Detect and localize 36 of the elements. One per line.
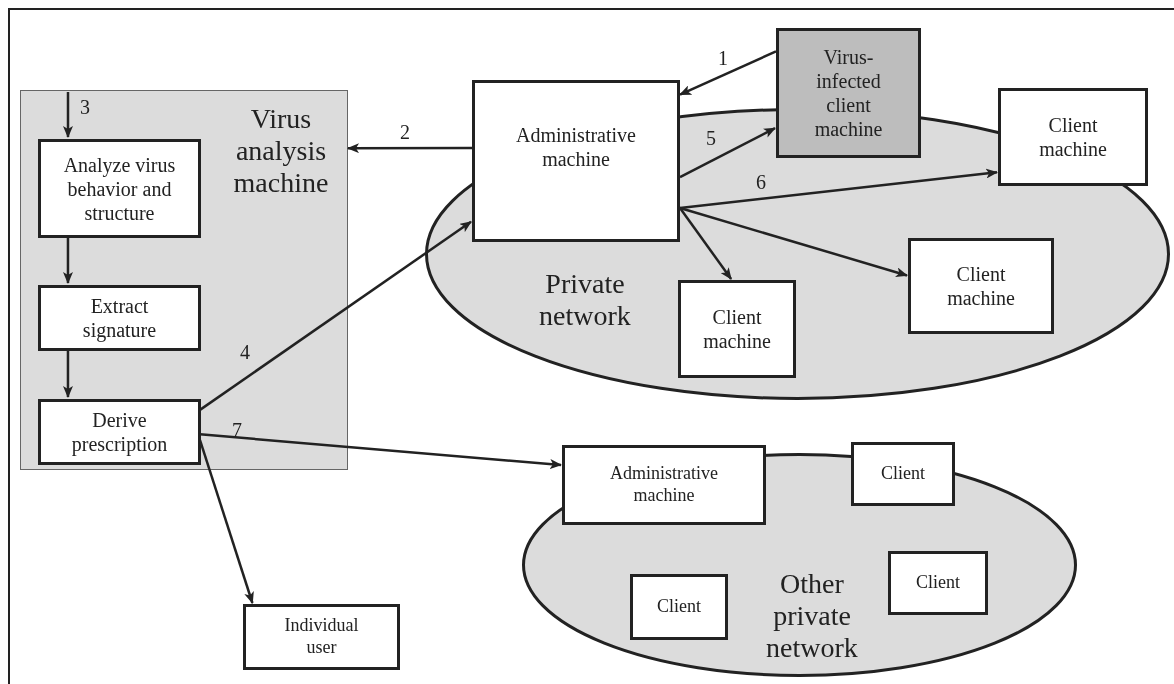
step-number: 6: [756, 172, 766, 192]
step-number: 1: [718, 48, 728, 68]
arrow: [679, 50, 777, 96]
step-number: 7: [232, 420, 242, 440]
machine-box: Administrative machine: [562, 445, 766, 525]
arrow: [62, 237, 73, 284]
infected-machine-box: Virus-infected client machine: [776, 28, 921, 158]
arrow: [347, 143, 472, 154]
arrow: [679, 207, 733, 280]
arrow: [63, 92, 73, 138]
arrow: [679, 127, 776, 179]
arrow: [62, 350, 73, 398]
arrow: [679, 168, 998, 210]
machine-box: Client machine: [908, 238, 1054, 334]
machine-box: Derive prescription: [38, 399, 201, 465]
machine-panel: [20, 90, 348, 470]
machine-box: Administrative machine: [472, 80, 680, 242]
machine-box: Client machine: [998, 88, 1148, 186]
machine-box: Client: [851, 442, 955, 506]
machine-box: Client: [888, 551, 988, 615]
machine-box: Client: [630, 574, 728, 640]
region-label: Private network: [538, 268, 632, 333]
machine-box: Individual user: [243, 604, 400, 670]
machine-box: Analyze virus behavior and structure: [38, 139, 201, 238]
arrow: [198, 439, 254, 604]
step-number: 2: [400, 122, 410, 142]
region-label: Other private network: [765, 568, 859, 665]
machine-box: Client machine: [678, 280, 796, 378]
arrow: [199, 433, 562, 470]
machine-box: Extract signature: [38, 285, 201, 351]
step-number: 3: [80, 97, 90, 117]
step-number: 5: [706, 128, 716, 148]
region-label: Virus analysis machine: [232, 103, 330, 200]
arrow: [199, 220, 472, 411]
step-number: 4: [240, 342, 250, 362]
arrow: [679, 206, 908, 278]
